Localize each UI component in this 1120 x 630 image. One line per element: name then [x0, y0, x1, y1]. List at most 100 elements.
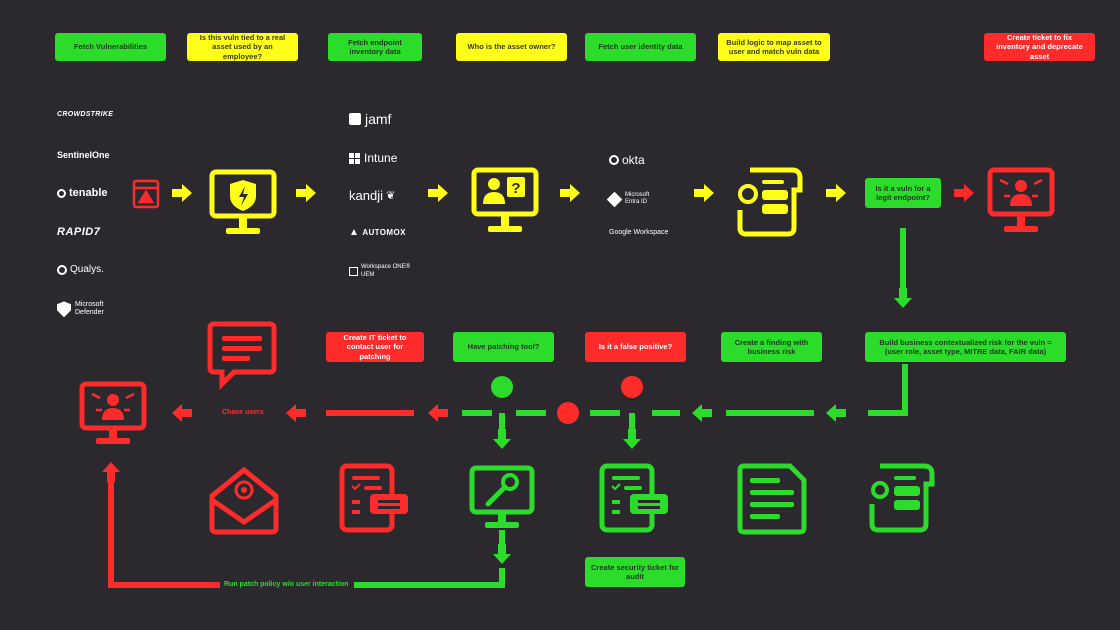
- flow-arrow: [694, 184, 714, 202]
- step-create-security-ticket: Create security ticket for audit: [585, 557, 685, 587]
- step-create-it-ticket: Create IT ticket to contact user for pat…: [326, 332, 424, 362]
- flow-arrow: [296, 184, 316, 202]
- flow-line: [499, 568, 505, 588]
- logo-defender-text: Microsoft Defender: [75, 301, 104, 317]
- patch-monitor-icon: [469, 465, 535, 528]
- logo-okta-text: okta: [622, 153, 645, 167]
- flow-line: [108, 582, 220, 588]
- flow-arrow: [826, 184, 846, 202]
- windows-mark-icon: [349, 152, 360, 164]
- step-fetch-endpoint-inventory: Fetch endpoint inventory data: [328, 33, 422, 61]
- logo-entra-id: Microsoft Entra ID: [606, 191, 659, 207]
- flow-arrow: [428, 404, 448, 422]
- security-ticket-icon: [599, 463, 668, 533]
- logic-script-icon: [737, 167, 803, 237]
- flow-line: [902, 364, 908, 416]
- flow-arrow: [428, 184, 448, 202]
- question-false-positive: Is it a false positive?: [585, 332, 686, 362]
- flow-line: [462, 410, 492, 416]
- logo-qualys-text: Qualys.: [70, 264, 104, 275]
- flow-line: [108, 490, 114, 588]
- qualys-mark-icon: [57, 264, 67, 275]
- flow-line: [354, 582, 505, 588]
- flow-line: [868, 410, 908, 416]
- logo-tenable: tenable: [57, 187, 108, 199]
- logo-jamf-text: jamf: [365, 111, 392, 127]
- question-asset-owner: Who is the asset owner?: [456, 33, 567, 61]
- logo-kandji: kandji ❦: [349, 188, 395, 203]
- flow-line: [590, 410, 620, 416]
- flow-line: [326, 410, 414, 416]
- user-alarm-monitor-icon: [79, 381, 147, 444]
- flow-line: [629, 413, 635, 429]
- flow-line: [900, 228, 906, 288]
- false-positive-yes-node: [621, 376, 643, 398]
- decision-node-red: [557, 402, 579, 424]
- step-create-inventory-ticket: Create ticket to fix inventory and depre…: [984, 33, 1095, 61]
- flow-arrow: [172, 184, 192, 202]
- step-fetch-identity: Fetch user identity data: [585, 33, 696, 61]
- logo-automox-text: AUTOMOX: [362, 228, 406, 237]
- defender-shield-icon: [57, 301, 71, 318]
- alarm-monitor-icon: [987, 167, 1055, 232]
- kandji-mark-icon: ❦: [385, 190, 396, 202]
- flow-line: [499, 530, 505, 544]
- vuln-alert-icon: [132, 179, 160, 209]
- logo-intune: Intune: [349, 151, 397, 165]
- finding-document-icon: [737, 463, 807, 535]
- logo-entra-text: Microsoft Entra ID: [625, 192, 650, 206]
- step-create-finding: Create a finding with business risk: [721, 332, 822, 362]
- flow-line: [652, 410, 680, 416]
- workspace-one-mark-icon: [349, 267, 358, 277]
- question-legit-endpoint: Is it a vuln for a legit endpoint?: [865, 178, 941, 208]
- logo-qualys: Qualys.: [57, 264, 104, 275]
- flow-arrow: [102, 462, 120, 482]
- shield-monitor-icon: [209, 169, 277, 234]
- step-fetch-vulnerabilities: Fetch Vulnerabilities: [55, 33, 166, 61]
- logo-crowdstrike: CROWDSTRIKE: [57, 111, 114, 118]
- chat-bubble-icon: [207, 321, 277, 391]
- okta-mark-icon: [609, 155, 619, 165]
- logo-tenable-text: tenable: [69, 187, 108, 199]
- logo-google-workspace: Google Workspace: [609, 229, 669, 236]
- flow-line: [499, 413, 505, 429]
- logo-jamf: jamf: [349, 111, 391, 127]
- step-business-risk: Build business contextualized risk for t…: [865, 332, 1066, 362]
- flow-arrow: [286, 404, 306, 422]
- flow-line: [726, 410, 814, 416]
- logo-kandji-text: kandji: [349, 188, 383, 203]
- flow-arrow-yes: [894, 288, 912, 308]
- logo-rapid7: RAPID7: [57, 226, 101, 238]
- risk-script-icon: [869, 463, 935, 533]
- run-patch-policy-label: Run patch policy w/o user interaction: [224, 581, 349, 588]
- flow-arrow: [826, 404, 846, 422]
- flow-arrow: [692, 404, 712, 422]
- svg-text:?: ?: [511, 180, 520, 197]
- logo-workspace-one: Workspace ONE® UEM: [349, 264, 419, 280]
- tenable-mark-icon: [57, 188, 66, 198]
- it-ticket-icon: [339, 463, 408, 533]
- logo-intune-text: Intune: [364, 151, 398, 165]
- automox-mark-icon: ▲: [349, 227, 360, 238]
- flow-line: [108, 480, 114, 492]
- chase-users-label: Chase users: [222, 409, 264, 416]
- patching-tool-yes-node: [491, 376, 513, 398]
- flow-arrow-no: [954, 184, 974, 202]
- jamf-mark-icon: [349, 113, 361, 125]
- flow-arrow: [623, 429, 641, 449]
- asset-owner-monitor-icon: ?: [471, 167, 539, 232]
- flow-arrow: [493, 429, 511, 449]
- logo-workspace-one-text: Workspace ONE® UEM: [361, 264, 410, 278]
- logo-sentinelone: SentinelOne: [57, 150, 110, 160]
- entra-mark-icon: [606, 191, 623, 207]
- flow-arrow: [493, 544, 511, 564]
- logo-automox: ▲ AUTOMOX: [349, 227, 406, 238]
- logo-microsoft-defender: Microsoft Defender: [57, 301, 109, 318]
- step-build-logic: Build logic to map asset to user and mat…: [718, 33, 830, 61]
- flow-line: [516, 410, 546, 416]
- email-icon: [209, 466, 279, 535]
- flow-arrow: [172, 404, 192, 422]
- logo-okta: okta: [609, 153, 645, 167]
